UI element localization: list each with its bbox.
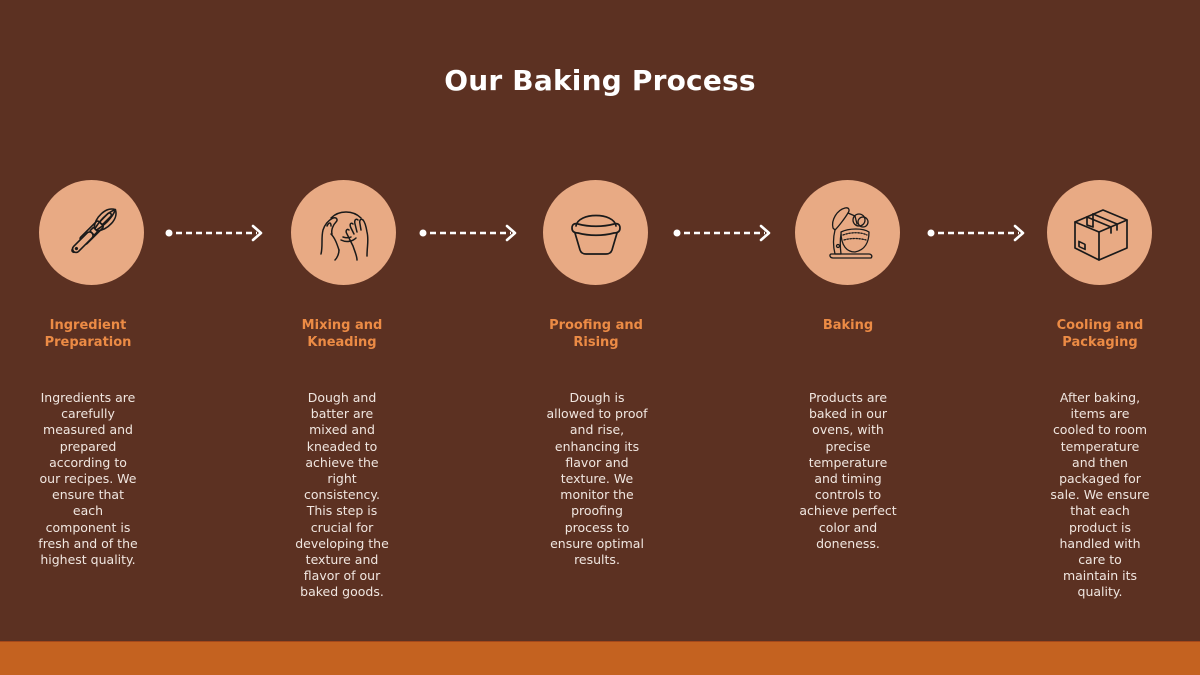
step-3-description: Dough is allowed to proof and rise, enha… — [546, 390, 648, 568]
step-4-title: Baking — [822, 318, 874, 333]
step-1-description: Ingredients are carefully measured and p… — [38, 390, 138, 568]
step-4-icon-circle — [795, 180, 900, 285]
dotted-arrow-2 — [419, 224, 517, 242]
stand-mixer-icon — [828, 206, 872, 259]
dotted-arrow-3 — [673, 224, 771, 242]
step-2-icon-circle — [291, 180, 396, 285]
step-4-description: Products are baked in our ovens, with pr… — [799, 390, 897, 551]
dotted-arrow-1 — [165, 224, 263, 242]
step-5-description: After baking, items are cooled to room t… — [1050, 390, 1150, 600]
package-box-icon — [1073, 208, 1128, 261]
step-2-description: Dough and batter are mixed and kneaded t… — [295, 390, 389, 600]
step-1-icon-circle — [39, 180, 144, 285]
hands-kneading-dough-icon — [319, 210, 369, 261]
step-5-icon-circle — [1047, 180, 1152, 285]
dotted-arrow-4 — [927, 224, 1025, 242]
step-5-title: Cooling and Packaging — [1056, 318, 1144, 350]
rising-dough-bowl-icon — [570, 214, 621, 255]
page-title: Our Baking Process — [444, 64, 756, 97]
footer-accent-bar — [0, 641, 1200, 675]
step-3-title: Proofing and Rising — [549, 318, 643, 350]
whisk-rolling-pin-icon — [70, 207, 117, 253]
step-1-title: Ingredient Preparation — [44, 318, 132, 350]
step-2-title: Mixing and Kneading — [301, 318, 383, 350]
step-3-icon-circle — [543, 180, 648, 285]
